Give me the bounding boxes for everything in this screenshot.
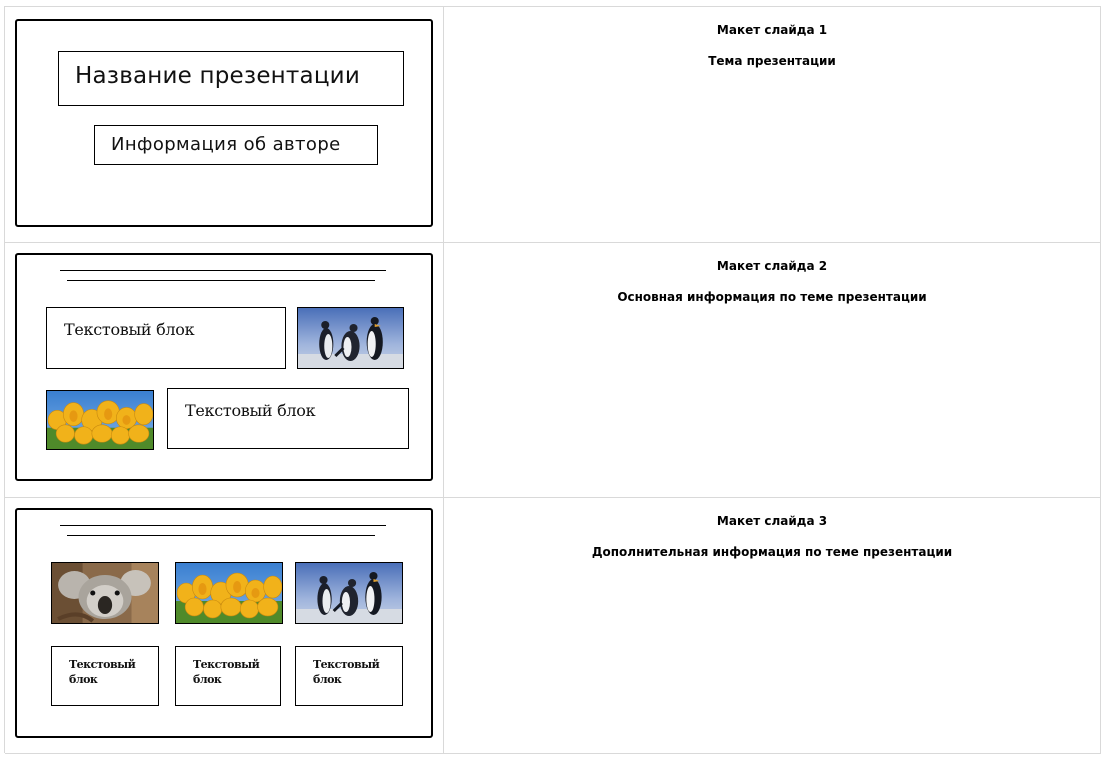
tulips-image — [46, 390, 154, 450]
text-block-box: Текстовый блок — [295, 646, 403, 706]
text-block-box: Текстовый блок — [51, 646, 159, 706]
author-info-label: Информация об авторе — [111, 134, 341, 155]
text-block-label: Текстовый блок — [185, 401, 316, 420]
penguins-image — [297, 307, 404, 369]
slide-layout-cell: Текстовый блок Текстовый блок Текстовый … — [5, 498, 444, 753]
slide-description-cell: Макет слайда 1 Тема презентации — [444, 7, 1101, 242]
text-block-box: Текстовый блок — [167, 388, 409, 449]
slide-layout-subtitle: Дополнительная информация по теме презен… — [591, 545, 953, 559]
slide-layout-subtitle: Основная информация по теме презентации — [617, 290, 927, 304]
slide-layout-subtitle: Тема презентации — [708, 54, 836, 68]
table-row: Текстовый блок Текстовый блок Макет слай… — [5, 243, 1101, 498]
author-info-box: Информация об авторе — [94, 125, 378, 165]
title-line — [67, 280, 375, 281]
slide-1-layout: Название презентации Информация об автор… — [15, 19, 433, 227]
text-block-box: Текстовый блок — [46, 307, 286, 369]
text-block-label: Текстовый блок — [69, 658, 136, 686]
layout-table: Название презентации Информация об автор… — [4, 6, 1101, 754]
table-row: Название презентации Информация об автор… — [5, 7, 1101, 243]
slide-layout-title: Макет слайда 2 — [716, 259, 828, 273]
slide-layout-cell: Название презентации Информация об автор… — [5, 7, 444, 242]
slide-description-cell: Макет слайда 3 Дополнительная информация… — [444, 498, 1101, 753]
presentation-title-label: Название презентации — [75, 63, 360, 89]
presentation-title-box: Название презентации — [58, 51, 404, 106]
koala-image — [51, 562, 159, 624]
title-line — [60, 525, 386, 526]
slide-2-layout: Текстовый блок Текстовый блок — [15, 253, 433, 481]
text-block-label: Текстовый блок — [313, 658, 380, 686]
text-block-box: Текстовый блок — [175, 646, 281, 706]
title-line — [60, 270, 386, 271]
table-row: Текстовый блок Текстовый блок Текстовый … — [5, 498, 1101, 754]
slide-description-cell: Макет слайда 2 Основная информация по те… — [444, 243, 1101, 497]
slide-layout-title: Макет слайда 3 — [716, 514, 828, 528]
text-block-label: Текстовый блок — [64, 320, 195, 339]
tulips-image — [175, 562, 283, 624]
penguins-image — [295, 562, 403, 624]
title-line — [67, 535, 375, 536]
slide-layout-title: Макет слайда 1 — [716, 23, 828, 37]
slide-3-layout: Текстовый блок Текстовый блок Текстовый … — [15, 508, 433, 738]
text-block-label: Текстовый блок — [193, 658, 260, 686]
slide-layout-cell: Текстовый блок Текстовый блок — [5, 243, 444, 497]
